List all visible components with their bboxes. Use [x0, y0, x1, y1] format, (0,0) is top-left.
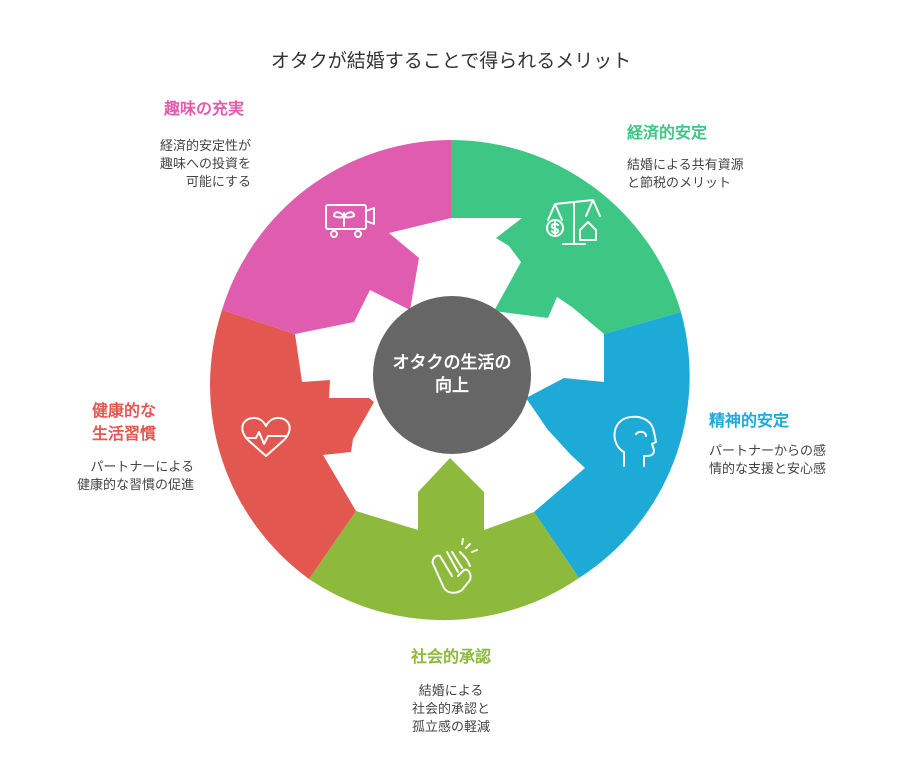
heartbeat-icon [241, 417, 291, 457]
description-social: 結婚による 社会的承認と 孤立感の軽減 [411, 684, 490, 735]
heading-economic: 経済的安定 [627, 123, 708, 142]
center-label: オタクの生活の 向上 [392, 353, 512, 396]
description-hobby: 経済的安定性が 趣味への投資を 可能にする [159, 139, 251, 190]
center-circle [373, 296, 531, 454]
description-health: パートナーによる 健康的な習慣の促進 [76, 460, 194, 493]
heading-health: 健康的な 生活習慣 [91, 401, 156, 443]
heading-social: 社会的承認 [410, 647, 491, 666]
head-profile-icon [613, 415, 657, 467]
plant-cart-icon [325, 204, 375, 238]
clapping-hands-icon [431, 538, 478, 594]
heading-mental: 精神的安定 [709, 411, 790, 430]
segment-health[interactable] [210, 310, 374, 579]
segment-economic[interactable] [451, 140, 681, 334]
description-economic: 結婚による共有資源 と節税のメリット [627, 158, 744, 191]
diagram-title: オタクが結婚することで得られるメリット [270, 50, 632, 72]
description-mental: パートナーからの感 情的な支援と安心感 [709, 444, 827, 477]
segment-mental[interactable] [526, 312, 690, 578]
balance-scale-icon [546, 199, 601, 245]
heading-hobby: 趣味の充実 [163, 99, 244, 118]
segment-social[interactable] [309, 458, 579, 621]
